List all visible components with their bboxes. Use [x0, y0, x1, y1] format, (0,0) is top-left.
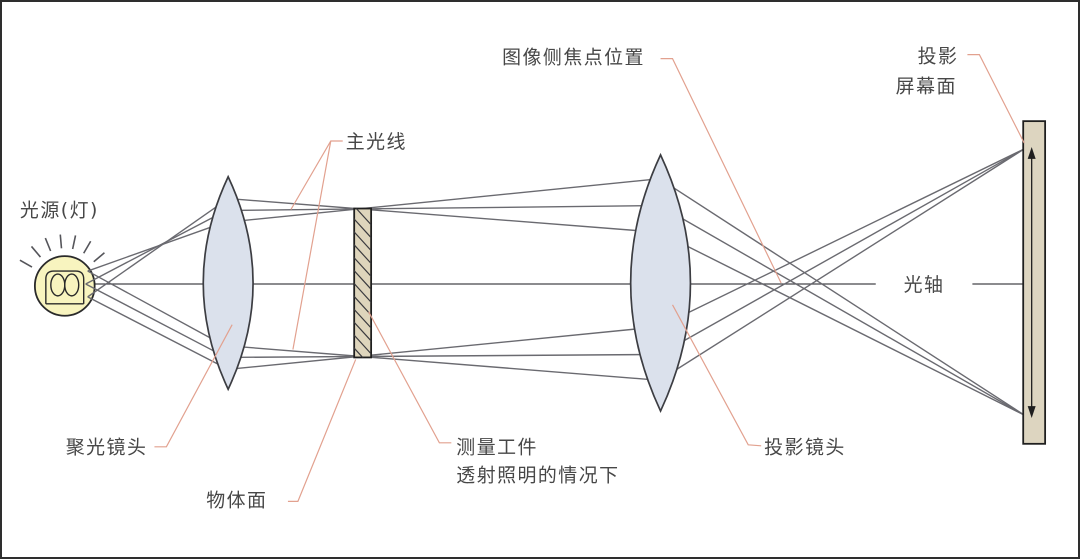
projection-lens-shape	[629, 152, 692, 414]
condenser-lens-leader	[154, 324, 233, 448]
label-image-side-focus: 图像侧焦点位置	[502, 47, 645, 69]
label-workpiece-2: 透射照明的情况下	[456, 465, 619, 487]
projection-to-screen-rays	[659, 148, 1025, 416]
label-condenser-lens: 聚光镜头	[66, 437, 148, 459]
workpiece-bar	[353, 207, 373, 359]
label-workpiece-1: 测量工件	[456, 437, 538, 459]
chief-ray-leader	[290, 140, 343, 350]
image-focus-leader	[660, 57, 782, 284]
condenser-lens-shape	[202, 174, 254, 392]
projection-screen-shape	[1022, 120, 1047, 445]
workpiece-hatching	[354, 208, 372, 358]
screen-image-arrow	[1027, 146, 1036, 419]
source-to-condenser-rays	[85, 198, 229, 370]
label-chief-ray: 主光线	[346, 131, 407, 153]
label-projection-lens: 投影镜头	[764, 437, 846, 459]
condenser-to-projection-rays	[224, 178, 660, 381]
lamp-filament-icon	[45, 270, 85, 305]
label-light-source: 光源(灯)	[20, 199, 99, 221]
label-object-plane: 物体面	[206, 489, 267, 511]
object-plane-leader	[287, 359, 357, 502]
lamp-ray-dashes	[19, 234, 105, 268]
label-projection-screen-2: 屏幕面	[896, 75, 957, 97]
leader-lines	[154, 54, 1025, 502]
screen-leader	[967, 54, 1025, 144]
workpiece-leader	[368, 311, 452, 444]
label-optical-axis: 光轴	[904, 274, 945, 296]
label-projection-screen-1: 投影	[918, 46, 959, 68]
projection-lens-leader	[671, 304, 762, 447]
